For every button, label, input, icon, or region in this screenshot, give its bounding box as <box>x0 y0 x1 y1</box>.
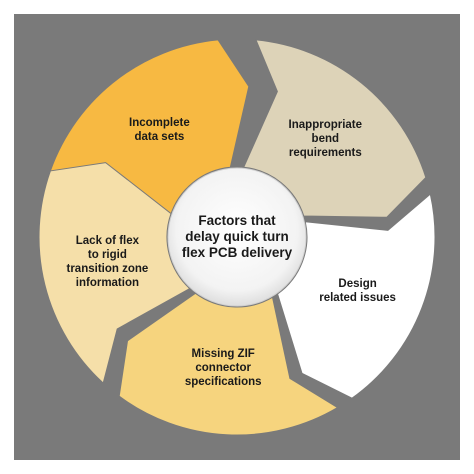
segment-label-lack-of-flex-to-rigid-transition-zone-information: Lack of flex to rigid transition zone in… <box>66 235 149 290</box>
segment-label-design-related-issues: Design related issues <box>319 277 396 304</box>
segment-label-missing-zif-connector-specifications: Missing ZIF connector specifications <box>184 348 262 389</box>
segment-lack-of-flex-to-rigid-transition-zone-information <box>38 162 191 384</box>
segment-label-incomplete-data-sets: Incomplete data sets <box>129 117 190 144</box>
segment-missing-zif-connector-specifications <box>118 292 339 436</box>
center-title: Factors that delay quick turn flex PCB d… <box>181 213 293 260</box>
segment-label-inappropriate-bend-requirements: Inappropriate bend requirements <box>288 118 363 159</box>
segment-inappropriate-bend-requirements <box>242 39 427 218</box>
segment-design-related-issues <box>277 193 436 399</box>
center-hub <box>167 167 307 307</box>
segment-incomplete-data-sets <box>47 39 250 217</box>
